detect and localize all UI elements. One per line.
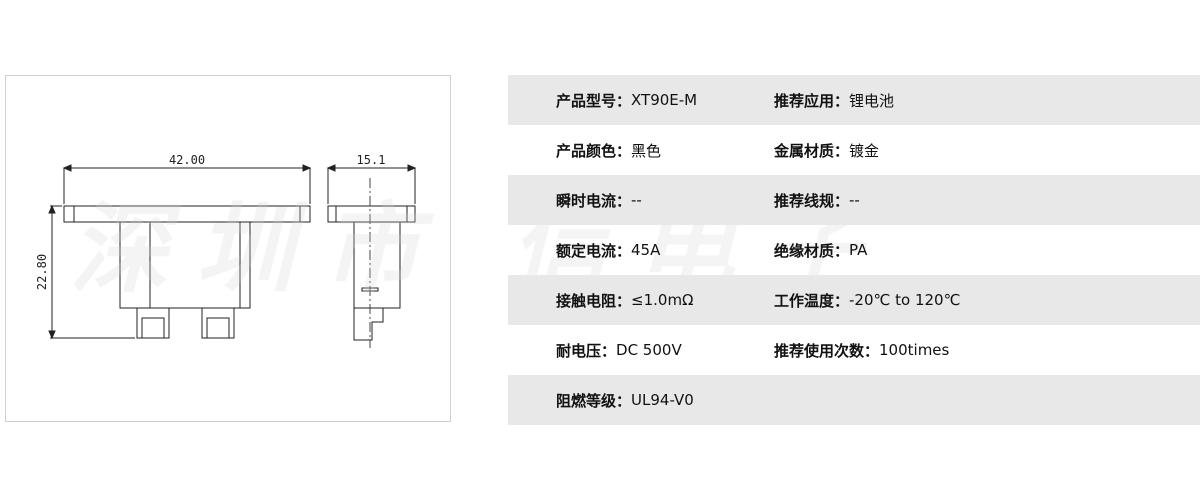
spec-cell: 绝缘材质： PA [774,240,1200,261]
spec-value: UL94-V0 [631,391,694,409]
spec-label: 工作温度： [774,291,850,310]
spec-cell: 阻燃等级： UL94-V0 [508,390,774,411]
spec-label: 产品型号： [556,91,632,110]
spec-label: 金属材质： [774,141,850,160]
spec-row: 瞬时电流： -- 推荐线规： -- [508,175,1200,225]
dim-depth-label: 15.1 [357,153,386,167]
dim-width-label: 42.00 [169,153,205,167]
spec-row: 额定电流： 45A 绝缘材质： PA [508,225,1200,275]
spec-row: 产品型号： XT90E-M 推荐应用： 锂电池 [508,75,1200,125]
front-flange [63,205,311,223]
spec-value: 锂电池 [849,91,895,110]
dim-height-label: 22.80 [35,254,49,290]
spec-row: 耐电压： DC 500V 推荐使用次数： 100times [508,325,1200,375]
spec-label: 额定电流： [556,241,632,260]
spec-cell: 额定电流： 45A [508,240,774,261]
spec-label: 耐电压： [556,341,617,360]
side-pin [353,308,384,341]
spec-value: PA [849,241,868,259]
spec-label: 瞬时电流： [556,191,632,210]
spec-value: ≤1.0mΩ [631,291,694,309]
side-body [353,221,401,309]
spec-cell: 产品颜色： 黑色 [508,140,774,161]
spec-value: -20℃ to 120℃ [849,291,961,309]
spec-label: 产品颜色： [556,141,632,160]
spec-cell: 瞬时电流： -- [508,190,774,211]
spec-cell: 推荐线规： -- [774,190,1200,211]
spec-label: 阻燃等级： [556,391,632,410]
spec-label: 推荐使用次数： [774,341,880,360]
spec-value: -- [849,191,860,209]
spec-label: 绝缘材质： [774,241,850,260]
spec-value: -- [631,191,642,209]
spec-cell: 接触电阻： ≤1.0mΩ [508,290,774,311]
spec-label: 接触电阻： [556,291,632,310]
spec-value: 镀金 [849,141,880,160]
spec-cell: 产品型号： XT90E-M [508,90,774,111]
spec-row: 产品颜色： 黑色 金属材质： 镀金 [508,125,1200,175]
technical-drawing: 42.00 15.1 22.80 [35,153,417,348]
spec-value: DC 500V [616,341,682,359]
spec-value: 45A [631,241,661,259]
spec-label: 推荐线规： [774,191,850,210]
spec-cell: 工作温度： -20℃ to 120℃ [774,290,1200,311]
front-body [119,221,251,309]
spec-value: 100times [879,341,950,359]
spec-row: 接触电阻： ≤1.0mΩ 工作温度： -20℃ to 120℃ [508,275,1200,325]
spec-label: 推荐应用： [774,91,850,110]
arrow-right [302,164,312,172]
spec-value: XT90E-M [631,91,698,109]
spec-cell: 推荐应用： 锂电池 [774,90,1200,111]
technical-drawing-panel: 42.00 15.1 22.80 [5,75,451,422]
spec-value: 黑色 [631,141,662,160]
spec-cell: 金属材质： 镀金 [774,140,1200,161]
spec-table: 产品型号： XT90E-M 推荐应用： 锂电池 产品颜色： 黑色 金属材质： 镀… [508,75,1200,425]
spec-row: 阻燃等级： UL94-V0 [508,375,1200,425]
spec-cell: 耐电压： DC 500V [508,340,774,361]
arrow-left [62,164,72,172]
spec-cell: 推荐使用次数： 100times [774,340,1200,361]
side-flange [327,205,416,223]
